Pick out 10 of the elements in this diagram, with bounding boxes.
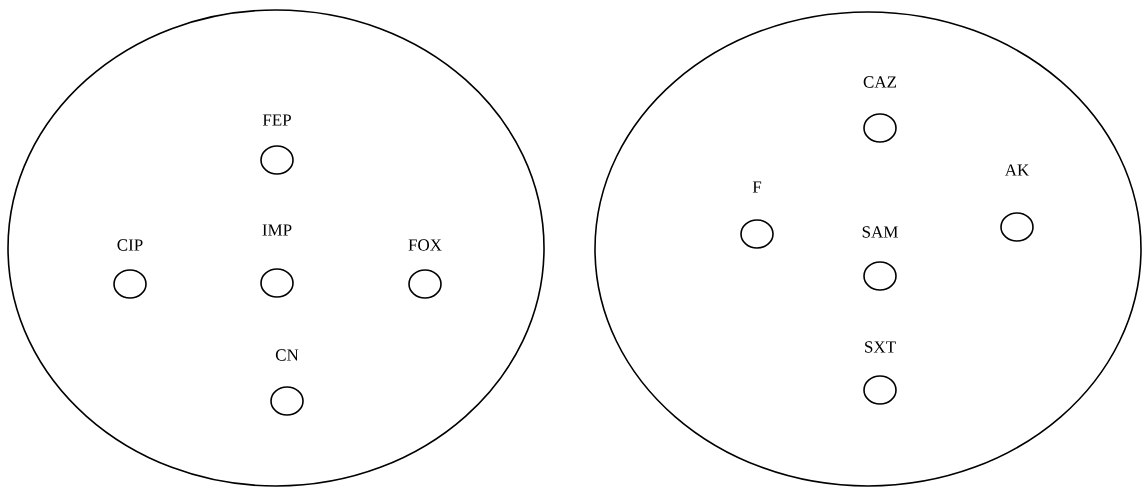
disk-label: SXT bbox=[865, 341, 896, 353]
disk-label: CAZ bbox=[863, 76, 897, 88]
disk-label: SAM bbox=[862, 226, 898, 238]
disk-label: FEP bbox=[262, 114, 291, 126]
disk-label: IMP bbox=[262, 224, 292, 236]
disk-label: CIP bbox=[117, 239, 143, 251]
disk-label: F bbox=[752, 181, 762, 193]
disk-label: CN bbox=[275, 349, 299, 361]
disk-label: FOX bbox=[408, 239, 442, 251]
disk-label: AK bbox=[1004, 164, 1030, 176]
